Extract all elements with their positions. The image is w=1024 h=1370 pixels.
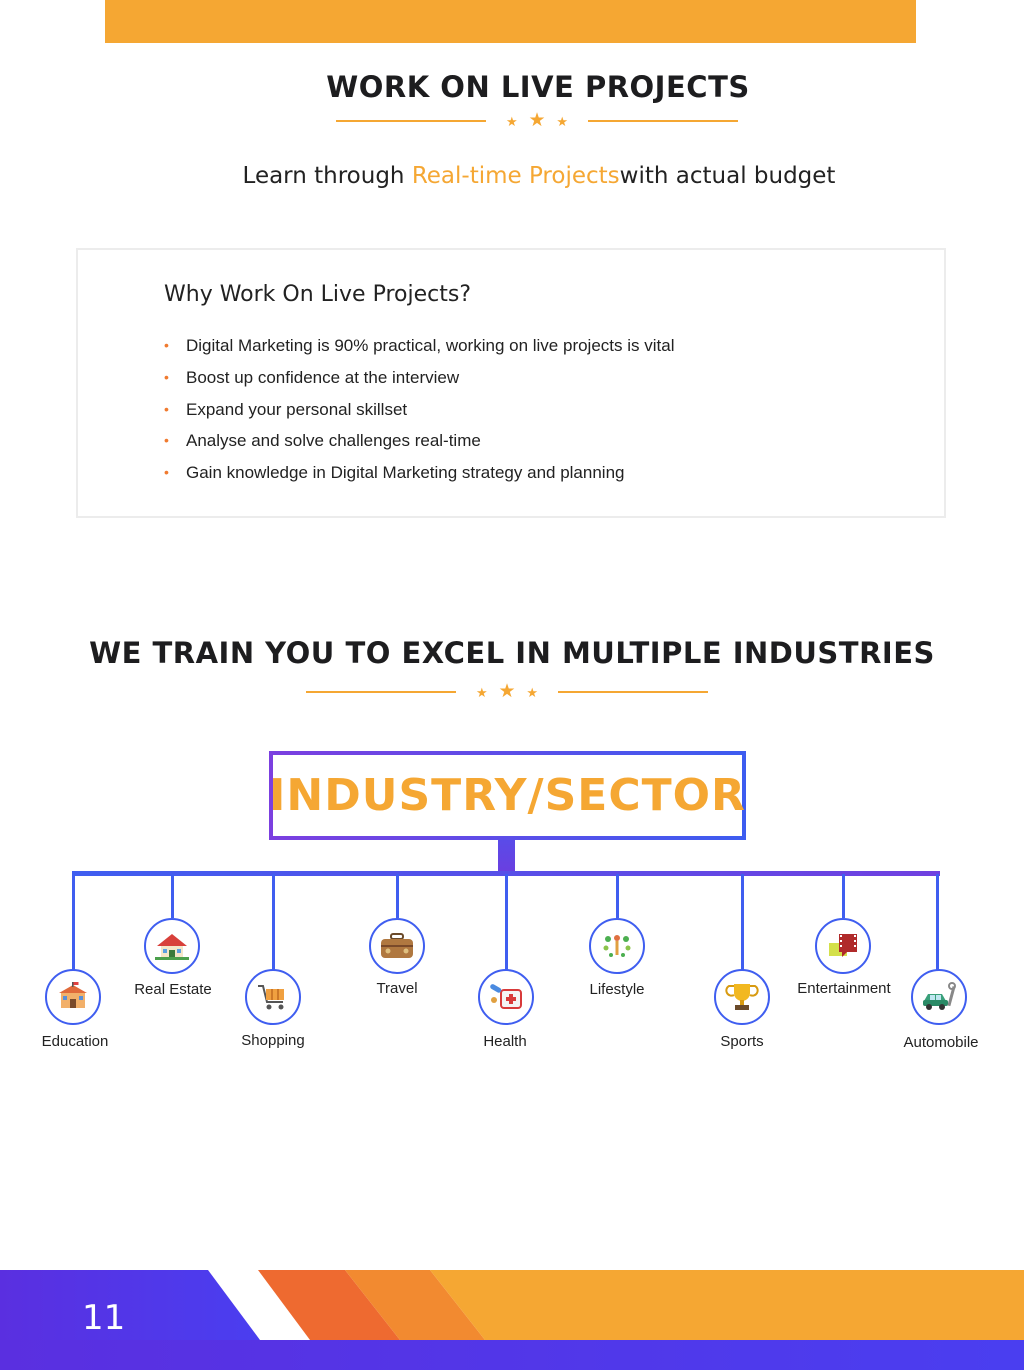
footer-banner bbox=[0, 1270, 1024, 1370]
connector-lifestyle bbox=[616, 874, 619, 918]
top-accent-bar bbox=[105, 0, 916, 43]
industry-label-lifestyle: Lifestyle bbox=[589, 981, 645, 998]
tree-trunk-connector bbox=[498, 840, 515, 872]
industry-label-entertainment: Entertainment bbox=[797, 980, 891, 997]
industry-label-shopping: Shopping bbox=[241, 1032, 305, 1049]
title-divider: ★ ★ ★ bbox=[306, 682, 708, 702]
person-tree-icon bbox=[589, 918, 645, 974]
subtitle: Learn through Real-time Projectswith act… bbox=[0, 163, 1024, 189]
connector-health bbox=[505, 874, 508, 972]
section-title-industries: WE TRAIN YOU TO EXCEL IN MULTIPLE INDUST… bbox=[89, 636, 935, 670]
subtitle-text-end: with actual budget bbox=[619, 163, 836, 189]
section-title-live-projects: WORK ON LIVE PROJECTS bbox=[326, 70, 750, 104]
suitcase-icon bbox=[369, 918, 425, 974]
list-item: Digital Marketing is 90% practical, work… bbox=[164, 330, 674, 362]
list-item: Gain knowledge in Digital Marketing stra… bbox=[164, 457, 674, 489]
tree-branch-connector bbox=[72, 871, 940, 876]
connector-shopping bbox=[272, 874, 275, 972]
medical-kit-icon bbox=[478, 969, 534, 1025]
industry-sector-root: INDUSTRY/SECTOR bbox=[269, 751, 746, 840]
industry-label-sports: Sports bbox=[720, 1033, 764, 1050]
house-icon bbox=[144, 918, 200, 974]
connector-travel bbox=[396, 874, 399, 918]
connector-education bbox=[72, 874, 75, 972]
subtitle-highlight: Real-time Projects bbox=[411, 163, 620, 189]
film-screen-icon bbox=[815, 918, 871, 974]
title-divider: ★ ★ ★ bbox=[336, 111, 738, 131]
industry-label-real-estate: Real Estate bbox=[134, 981, 212, 998]
subtitle-text: Learn through bbox=[242, 163, 405, 189]
stars-icon: ★ ★ ★ bbox=[505, 110, 569, 131]
industry-label-health: Health bbox=[483, 1033, 527, 1050]
connector-automobile bbox=[936, 874, 939, 972]
shopping-cart-icon bbox=[245, 969, 301, 1025]
box-heading: Why Work On Live Projects? bbox=[164, 282, 471, 307]
list-item: Expand your personal skillset bbox=[164, 394, 674, 426]
connector-real-estate bbox=[171, 874, 174, 918]
benefits-list: Digital Marketing is 90% practical, work… bbox=[164, 330, 674, 489]
industry-label-automobile: Automobile bbox=[903, 1034, 979, 1051]
list-item: Analyse and solve challenges real-time bbox=[164, 425, 674, 457]
stars-icon: ★ ★ ★ bbox=[475, 681, 539, 702]
why-live-projects-box: Why Work On Live Projects? Digital Marke… bbox=[76, 248, 946, 518]
trophy-icon bbox=[714, 969, 770, 1025]
industry-label-education: Education bbox=[41, 1033, 109, 1050]
connector-entertainment bbox=[842, 874, 845, 918]
connector-sports bbox=[741, 874, 744, 972]
school-building-icon bbox=[45, 969, 101, 1025]
list-item: Boost up confidence at the interview bbox=[164, 362, 674, 394]
page-number: 11 bbox=[82, 1298, 126, 1338]
industry-label-travel: Travel bbox=[376, 980, 418, 997]
car-wrench-icon bbox=[911, 969, 967, 1025]
